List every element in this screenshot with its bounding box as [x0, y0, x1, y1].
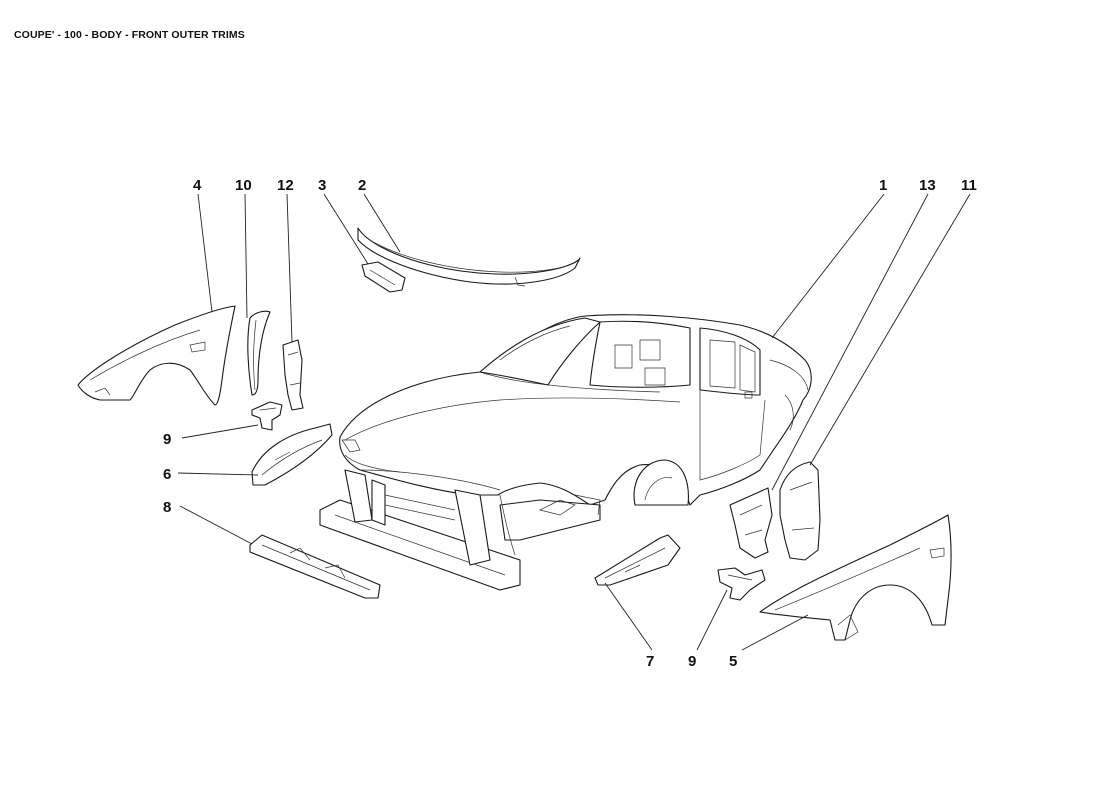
callout-12[interactable]: 12 [277, 177, 294, 194]
small-bracket-3[interactable] [361, 261, 406, 293]
callout-8[interactable]: 8 [163, 499, 171, 516]
inner-panel-13[interactable] [729, 487, 773, 559]
leader-3 [323, 193, 369, 265]
leader-12 [286, 193, 293, 343]
leader-7 [604, 582, 653, 651]
leader-8 [179, 505, 253, 545]
callout-13[interactable]: 13 [919, 177, 936, 194]
leader-10 [244, 193, 248, 319]
callout-11[interactable]: 11 [961, 177, 977, 194]
page-title: COUPE' - 100 - BODY - FRONT OUTER TRIMS [14, 29, 245, 41]
narrow-trim-10[interactable] [247, 310, 271, 396]
leader-4 [197, 193, 213, 313]
bracket-9-right[interactable] [717, 567, 766, 601]
leader-2 [363, 193, 401, 253]
side-member-6[interactable] [251, 423, 333, 486]
bracket-9-left[interactable] [251, 401, 283, 431]
leader-5 [741, 614, 809, 651]
left-front-fender[interactable] [77, 305, 236, 406]
callout-numbers: 1 13 11 4 10 12 3 2 9 6 8 7 9 5 [163, 177, 977, 670]
tall-panel-11[interactable] [779, 461, 821, 561]
callout-10[interactable]: 10 [235, 177, 252, 194]
leader-13 [771, 193, 929, 491]
callout-6[interactable]: 6 [163, 466, 171, 483]
leader-6 [177, 472, 259, 476]
callout-5[interactable]: 5 [729, 653, 737, 670]
callout-3[interactable]: 3 [318, 177, 326, 194]
callout-9-left[interactable]: 9 [163, 431, 171, 448]
leader-11 [809, 193, 971, 466]
leader-1 [771, 193, 885, 339]
callout-2[interactable]: 2 [358, 177, 366, 194]
inner-panel-12[interactable] [282, 339, 304, 411]
leader-9-left [181, 424, 259, 439]
upper-cross-member[interactable] [357, 227, 581, 287]
leader-9-right [696, 589, 728, 651]
side-member-7[interactable] [594, 534, 681, 586]
car-body-shell[interactable] [319, 314, 812, 591]
callout-7[interactable]: 7 [646, 653, 654, 670]
callout-9-right[interactable]: 9 [688, 653, 696, 670]
callout-4[interactable]: 4 [193, 177, 202, 194]
callout-leaders [177, 193, 971, 651]
lower-crossbar-8[interactable] [249, 534, 381, 599]
right-front-fender[interactable] [759, 514, 952, 641]
callout-1[interactable]: 1 [879, 177, 887, 194]
